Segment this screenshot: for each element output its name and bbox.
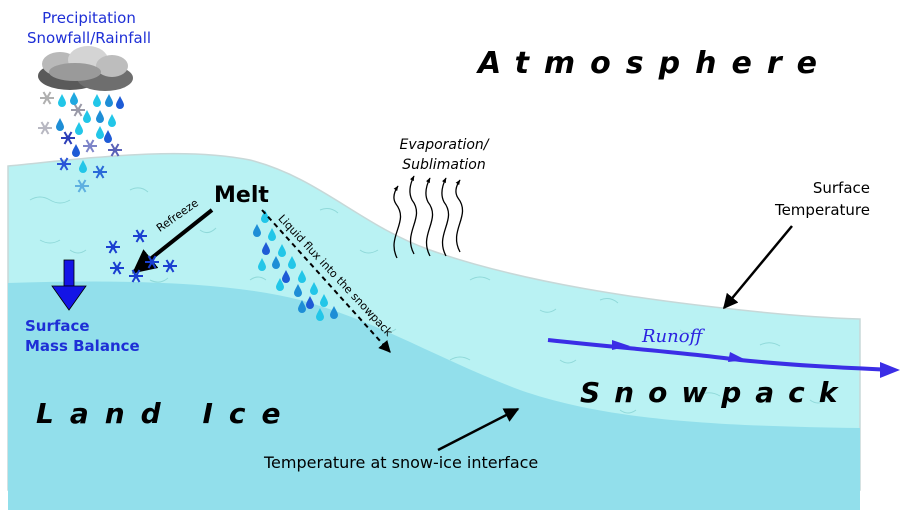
atmosphere-label: Atmosphere (478, 46, 832, 81)
land-ice-label: Land Ice (36, 397, 297, 430)
cloud-icon (38, 46, 133, 91)
surface-mass-balance-label: Surface Mass Balance (25, 316, 140, 356)
evaporation-label: Evaporation/ Sublimation (384, 135, 504, 175)
runoff-label: Runoff (642, 326, 703, 347)
evaporation-label-line2: Sublimation (402, 157, 486, 173)
surface-mass-balance-line1: Surface (25, 317, 90, 335)
runoff-arrow (547, 338, 900, 378)
snowpack-label: Snowpack (580, 376, 852, 409)
evaporation-label-line1: Evaporation/ (399, 137, 489, 153)
surface-temperature-label: Surface Temperature (740, 177, 870, 221)
evaporation-arrows (393, 175, 464, 259)
surface-temp-arrow (723, 225, 793, 310)
precipitation-label: Precipitation Snowfall/Rainfall (14, 8, 164, 48)
interface-temp-arrow (437, 407, 520, 452)
precipitation-label-line1: Precipitation (42, 9, 136, 27)
surface-temperature-label-line1: Surface (812, 179, 870, 197)
land-ice-layer (8, 281, 860, 510)
interface-temperature-label: Temperature at snow-ice interface (264, 453, 539, 472)
melt-label: Melt (214, 183, 269, 208)
snow-texture (29, 187, 827, 414)
surface-temperature-label-line2: Temperature (774, 201, 870, 219)
precipitation-label-line2: Snowfall/Rainfall (26, 29, 152, 47)
liquid-flux-arrow (261, 209, 391, 353)
surface-mass-balance-line2: Mass Balance (25, 337, 140, 355)
smb-arrow (51, 259, 87, 311)
